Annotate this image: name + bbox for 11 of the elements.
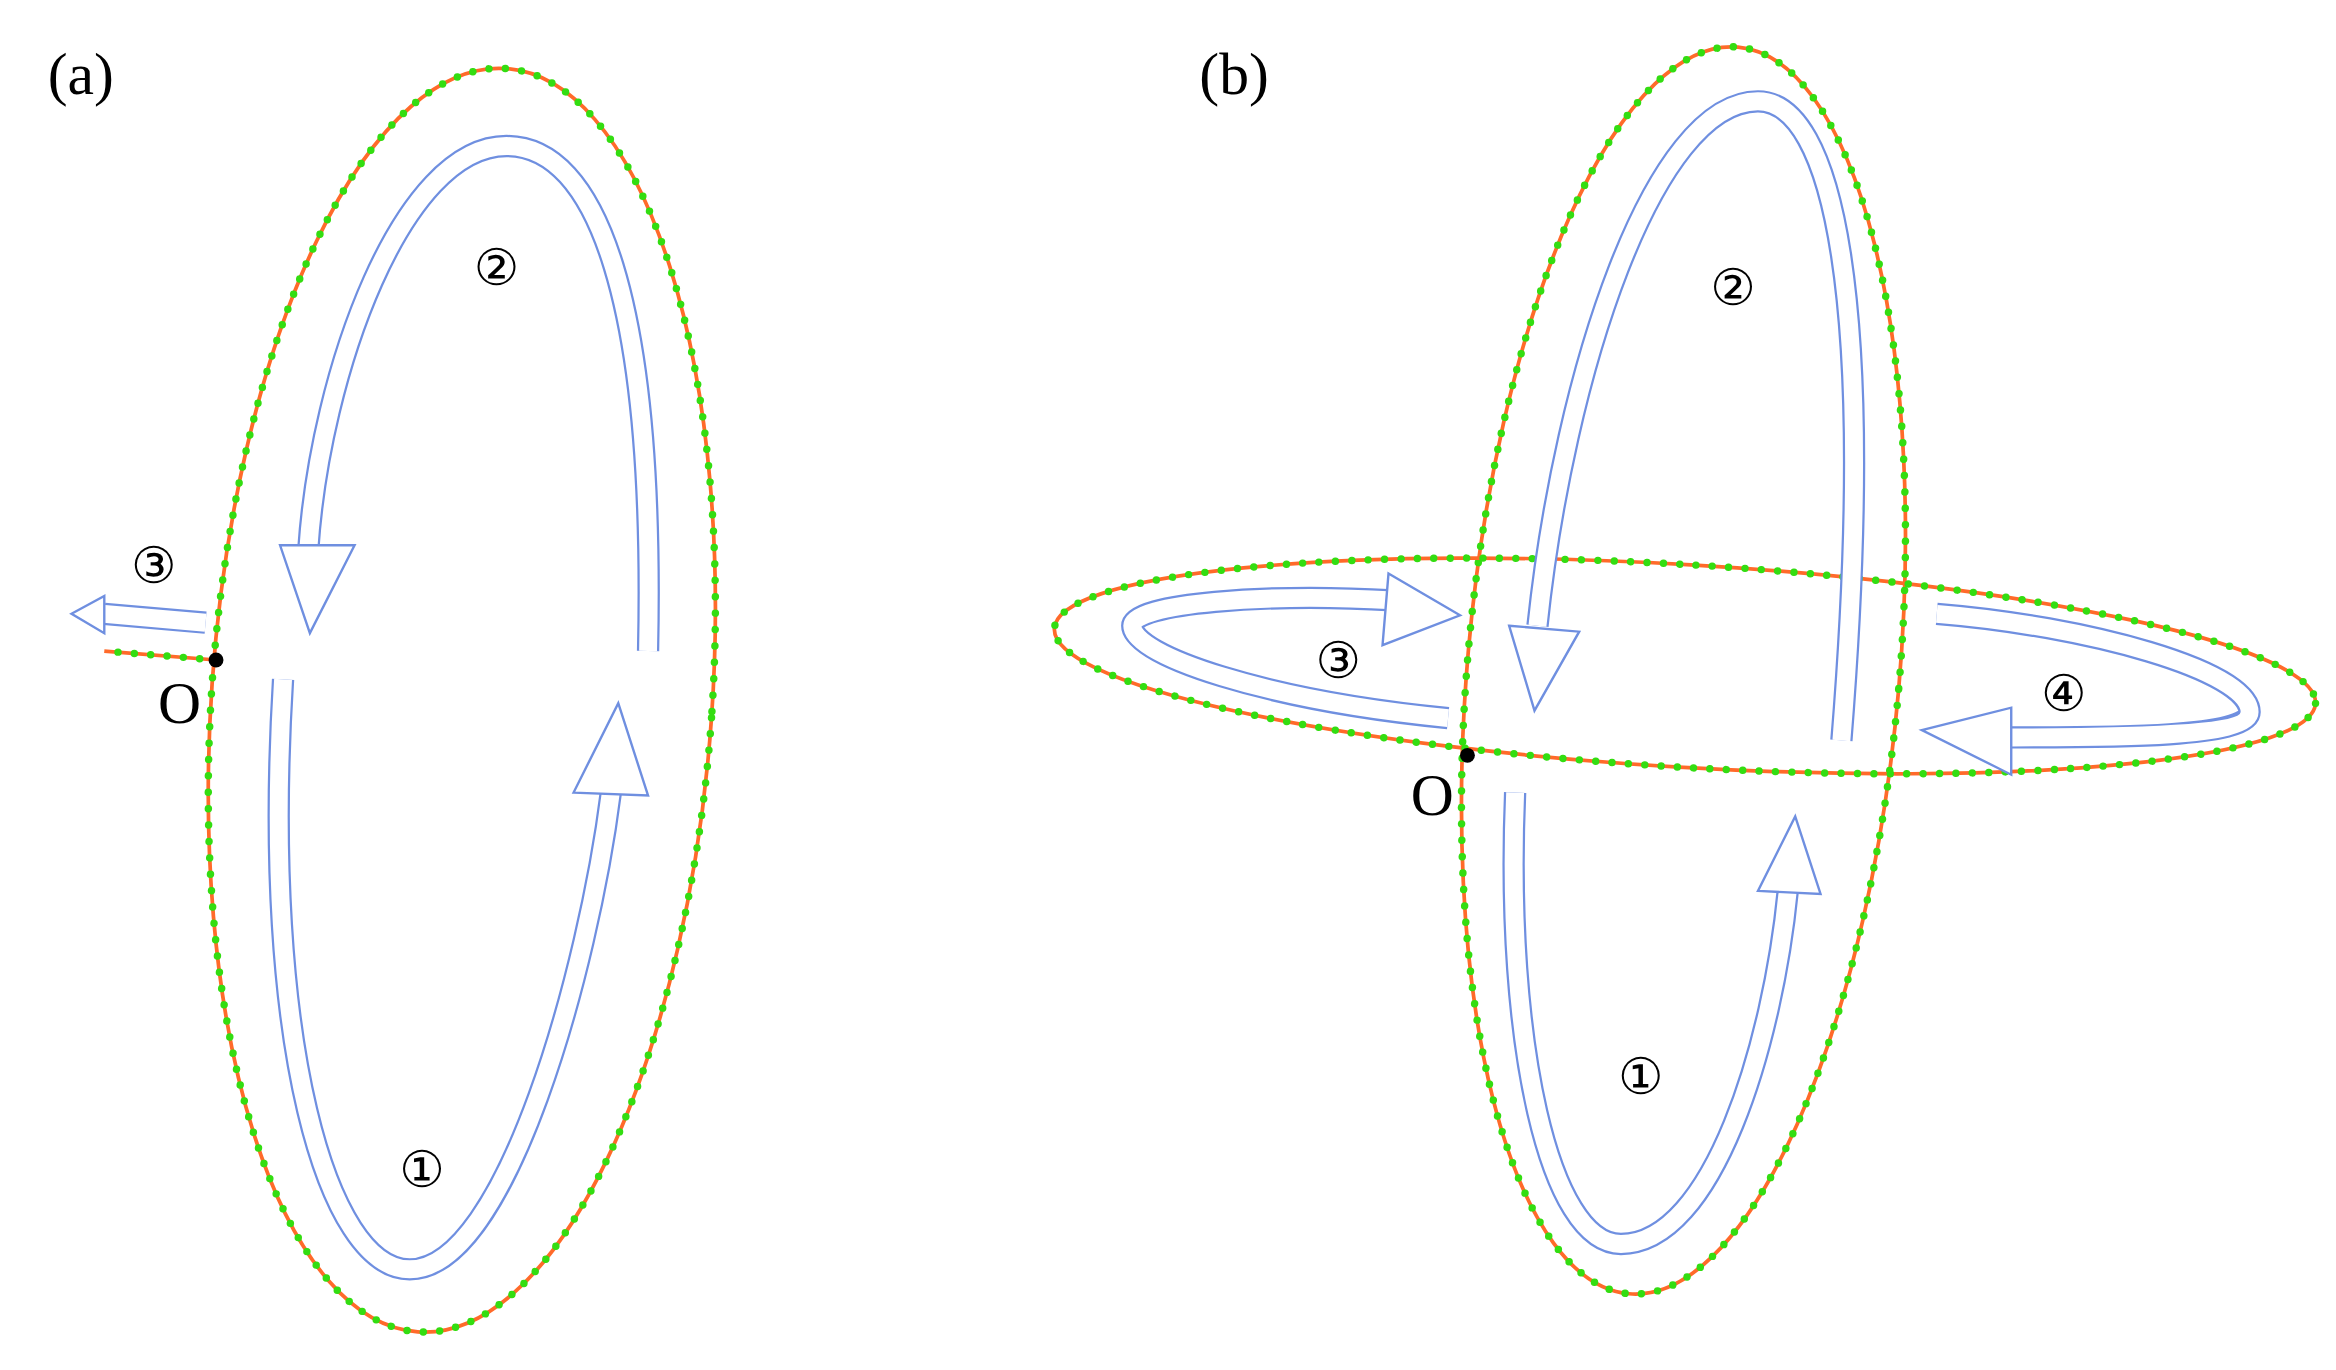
origin-label: O <box>157 673 201 733</box>
step-number: ② <box>473 241 520 292</box>
step-number: ② <box>1710 262 1756 313</box>
step-number: ④ <box>2041 667 2087 719</box>
panel-label: (a) <box>47 44 114 105</box>
step-number: ③ <box>1315 634 1361 686</box>
step-number: ③ <box>131 539 177 590</box>
panel-label: (b) <box>1199 44 1269 105</box>
step-number: ① <box>399 1144 445 1195</box>
origin-label: O <box>1410 765 1454 826</box>
step-number: ① <box>1617 1050 1664 1101</box>
